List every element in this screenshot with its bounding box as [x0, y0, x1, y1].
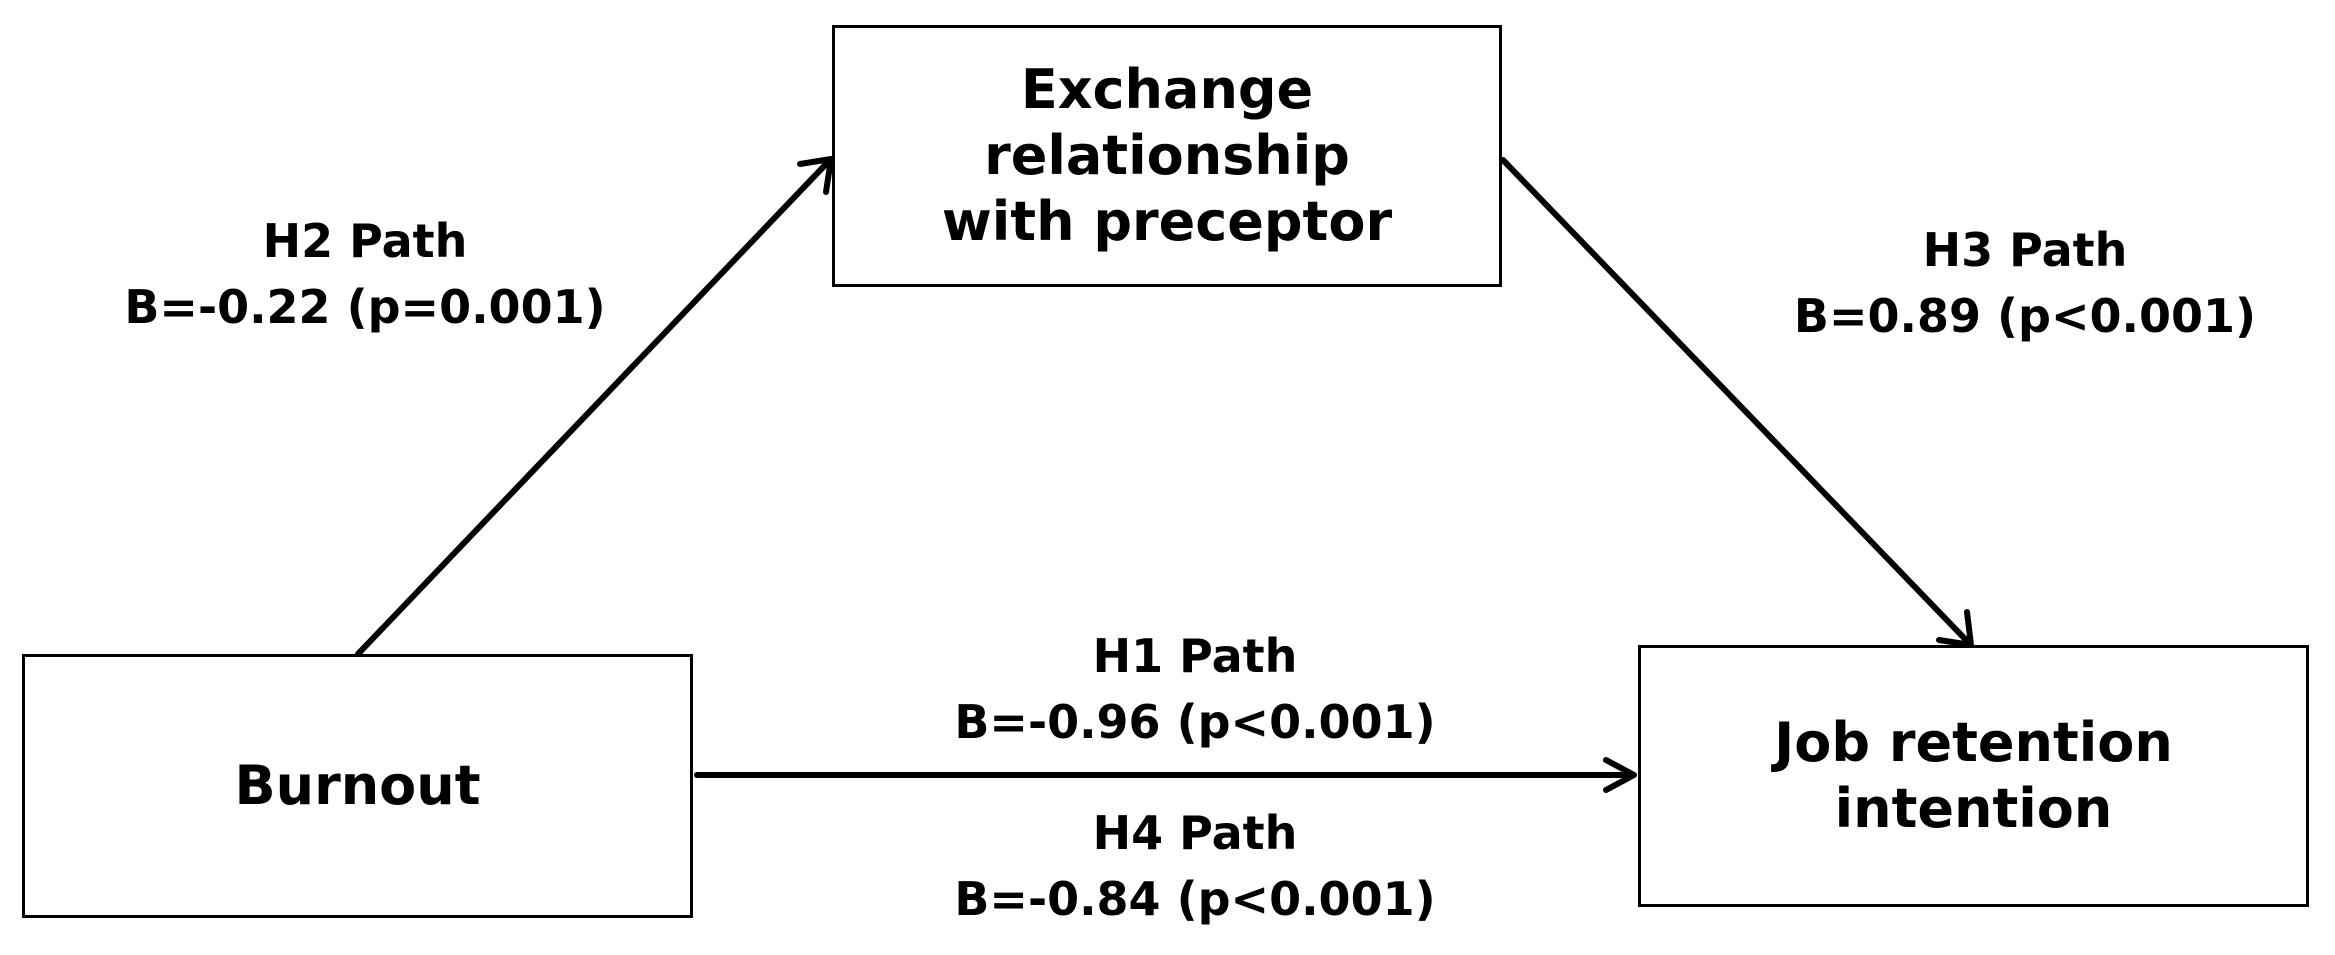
- node-exchange-relationship-line2: with preceptor: [941, 190, 1393, 253]
- h4-path-stat: B=-0.84 (p<0.001): [954, 872, 1436, 926]
- h1-path-label: H1 Path B=-0.96 (p<0.001): [905, 623, 1485, 755]
- h3-arrow: [1500, 157, 1971, 645]
- h4-path-label: H4 Path B=-0.84 (p<0.001): [905, 800, 1485, 932]
- node-burnout: Burnout: [22, 654, 693, 918]
- h4-path-name: H4 Path: [1092, 806, 1298, 860]
- node-job-retention-line1: Job retention: [1774, 711, 2173, 774]
- h3-path-name: H3 Path: [1922, 223, 2128, 277]
- node-burnout-label: Burnout: [234, 754, 481, 817]
- h3-path-stat: B=0.89 (p<0.001): [1793, 289, 2257, 343]
- h2-path-name: H2 Path: [262, 214, 468, 268]
- node-job-retention-line2: intention: [1834, 777, 2113, 840]
- h2-arrowhead: [797, 156, 834, 195]
- node-exchange-relationship: Exchange relationship with preceptor: [832, 25, 1502, 287]
- h2-path-label: H2 Path B=-0.22 (p=0.001): [90, 208, 640, 340]
- h1-path-name: H1 Path: [1092, 629, 1298, 683]
- h2-path-stat: B=-0.22 (p=0.001): [124, 280, 606, 334]
- h3-path-label: H3 Path B=0.89 (p<0.001): [1750, 217, 2300, 349]
- h1-arrowhead: [1603, 757, 1637, 793]
- node-exchange-relationship-line1: Exchange relationship: [984, 58, 1350, 187]
- node-job-retention-intention: Job retention intention: [1638, 645, 2309, 907]
- h2-arrow: [355, 159, 831, 657]
- h1-path-stat: B=-0.96 (p<0.001): [954, 695, 1436, 749]
